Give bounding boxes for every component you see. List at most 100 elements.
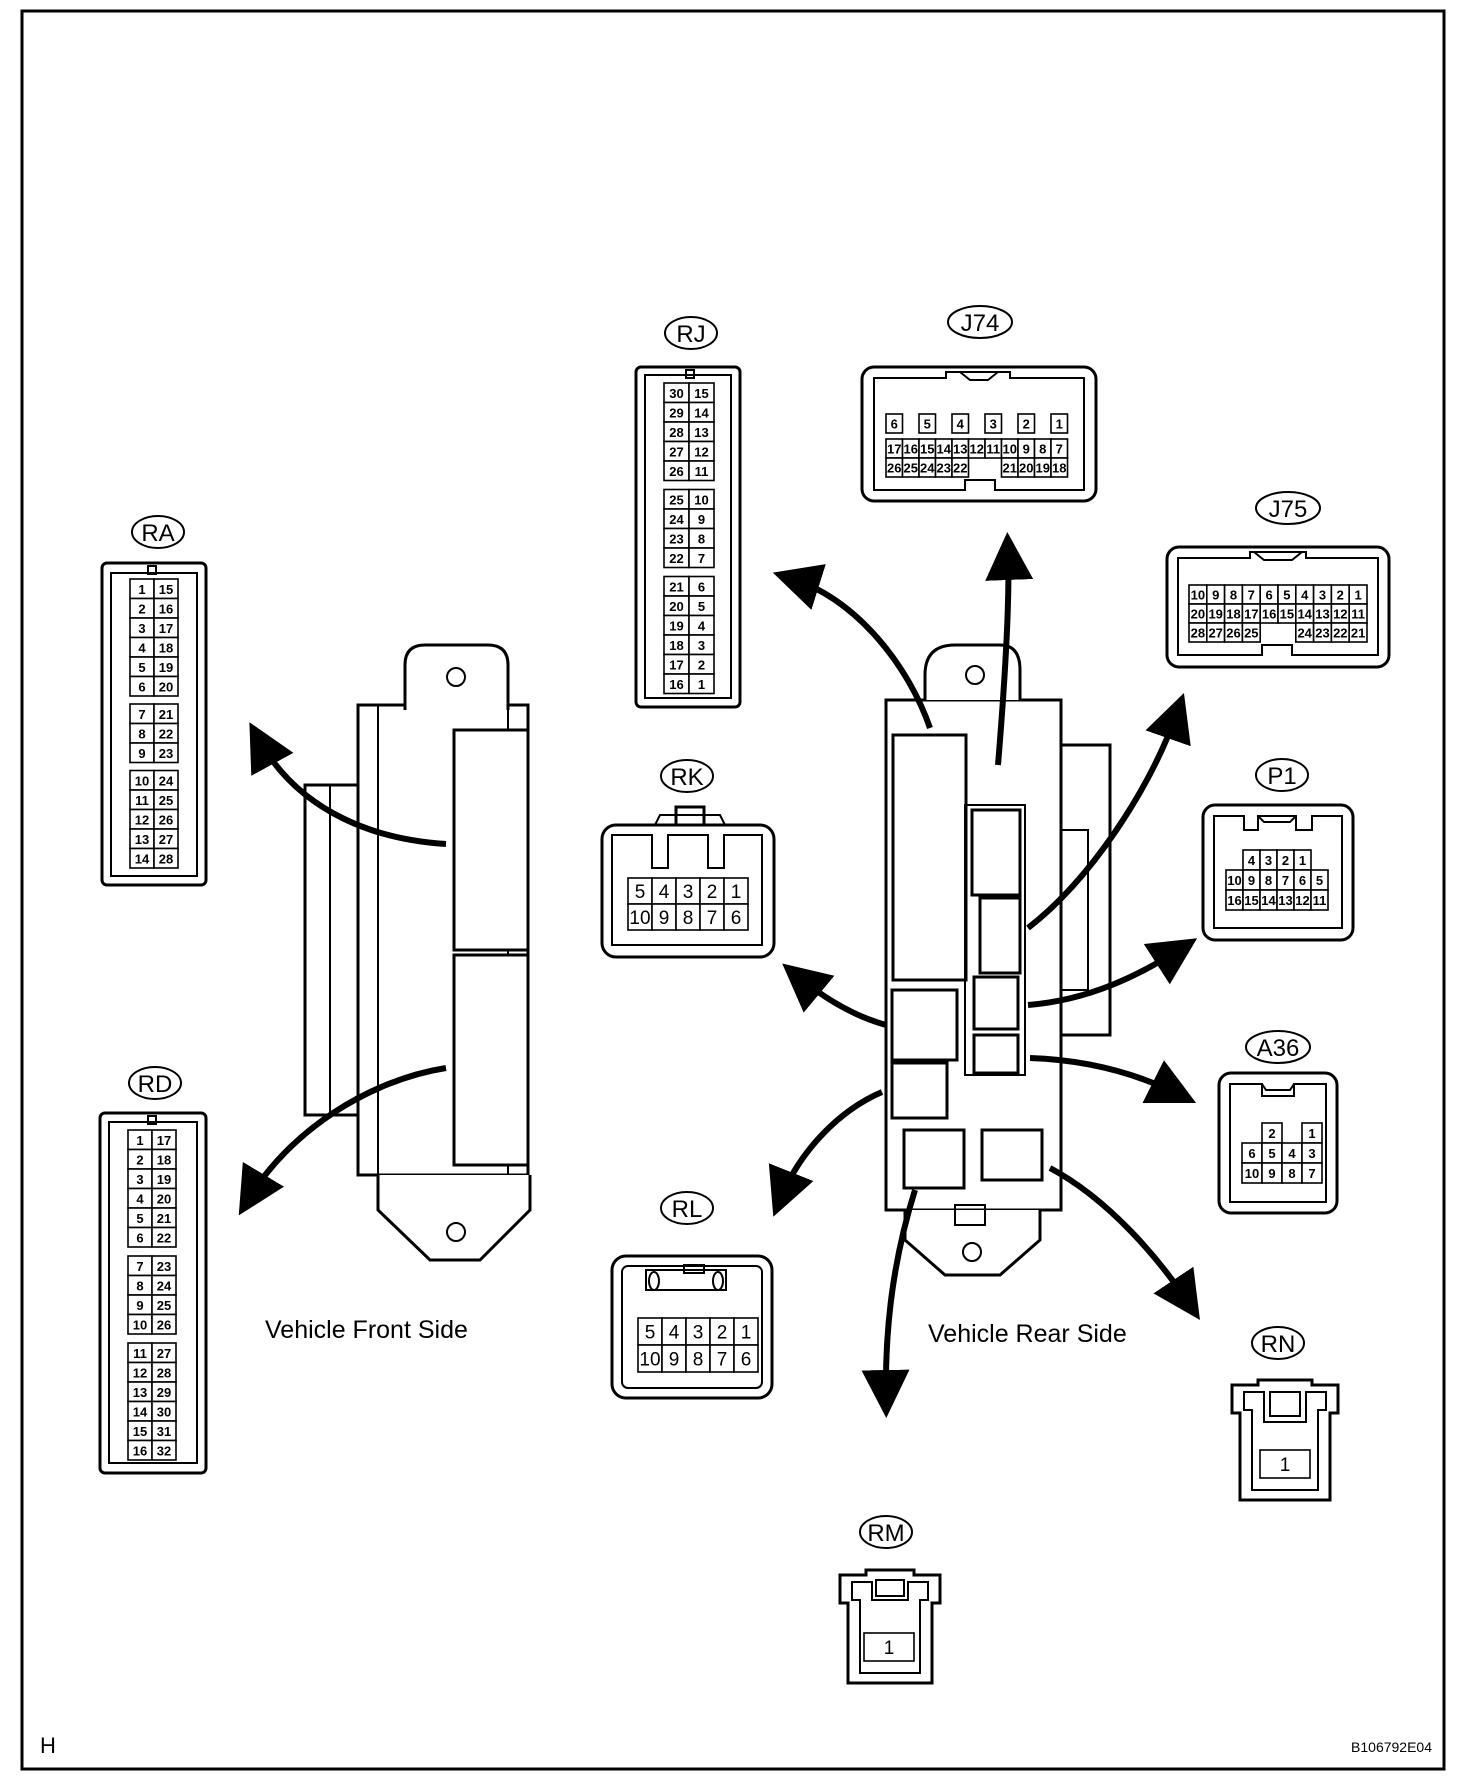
- connector-RD-pin-32: 32: [157, 1443, 171, 1458]
- connector-RL-pin-7: 7: [717, 1350, 728, 1371]
- connector-RJ-pin-15: 15: [694, 386, 708, 401]
- connector-RA-pin-3: 3: [138, 621, 145, 636]
- connector-J74-pin-15: 15: [920, 442, 934, 457]
- connector-RD-pin-9: 9: [136, 1298, 143, 1313]
- connector-J74-pin-16: 16: [904, 442, 918, 457]
- connector-P1-pin-6: 6: [1299, 873, 1306, 888]
- connector-RD-pin-28: 28: [157, 1365, 171, 1380]
- connector-RJ-pin-29: 29: [669, 405, 683, 420]
- connector-J74-pin-22: 22: [953, 461, 967, 476]
- connector-RD-pin-22: 22: [157, 1230, 171, 1245]
- connector-RD-pin-16: 16: [133, 1443, 147, 1458]
- connector-RD-pin-11: 11: [133, 1346, 147, 1361]
- connector-J74-pin-4: 4: [957, 417, 965, 432]
- connector-J75-pin-19: 19: [1208, 607, 1222, 622]
- connector-RL-pin-3: 3: [693, 1323, 704, 1344]
- connector-J74-pin-20: 20: [1019, 461, 1033, 476]
- connector-J75-pin-5: 5: [1283, 588, 1290, 603]
- connector-J75-pin-9: 9: [1212, 588, 1219, 603]
- connector-J75-pin-16: 16: [1262, 607, 1276, 622]
- connector-P1-pin-15: 15: [1244, 893, 1258, 908]
- connector-J74-pin-14: 14: [937, 442, 952, 457]
- connector-RJ-pin-24: 24: [669, 512, 684, 527]
- connector-J74-pin-13: 13: [953, 442, 967, 457]
- connector-J74-pin-25: 25: [904, 461, 918, 476]
- connector-RK-pin-8-cell: [675, 903, 701, 931]
- connector-RA-pin-14: 14: [135, 851, 150, 866]
- connector-RL-pin-9-cell: [661, 1344, 687, 1373]
- connector-RJ-pin-18: 18: [669, 638, 683, 653]
- connector-RD-pin-17: 17: [157, 1133, 171, 1148]
- connector-RL-pin-9: 9: [669, 1350, 680, 1371]
- connector-J75-pin-11: 11: [1351, 607, 1365, 622]
- connector-RN-label: RN: [1261, 1331, 1296, 1358]
- connector-J75-pin-4: 4: [1301, 588, 1309, 603]
- connector-RJ-pin-30: 30: [669, 386, 683, 401]
- connector-J74-pin-6-cell: [885, 413, 904, 434]
- connector-J74-pin-4-cell: [951, 413, 970, 434]
- connector-RA-pin-19: 19: [159, 660, 173, 675]
- connector-RK-pin-4: 4: [659, 882, 670, 903]
- connector-RJ-pin-11-cell: [688, 460, 715, 482]
- connector-RA-pin-13: 13: [135, 832, 149, 847]
- connector-RD-pin-18: 18: [157, 1152, 171, 1167]
- connector-J74-pin-2-cell: [1017, 413, 1036, 434]
- connector-RJ-pin-1: 1: [698, 677, 705, 692]
- connector-RA-pin-18: 18: [159, 640, 173, 655]
- connector-J75-pin-12: 12: [1333, 607, 1347, 622]
- connector-RJ-pin-14: 14: [694, 405, 709, 420]
- connector-P1-pin-13: 13: [1278, 893, 1292, 908]
- connector-RJ-pin-11: 11: [695, 464, 709, 479]
- connector-RD-pin-2: 2: [136, 1152, 143, 1167]
- connector-J75-pin-21-cell: [1348, 622, 1368, 643]
- connector-RJ-pin-7-cell: [688, 547, 715, 569]
- connector-P1-pin-12: 12: [1295, 893, 1309, 908]
- connector-RA-pin-2: 2: [138, 601, 145, 616]
- connector-P1-pin-4: 4: [1248, 853, 1256, 868]
- connector-P1-pin-1: 1: [1299, 853, 1306, 868]
- figure-code: B106792E04: [1351, 1739, 1432, 1755]
- connector-RD-pin-20: 20: [157, 1191, 171, 1206]
- connector-RD-pin-19: 19: [157, 1172, 171, 1187]
- connector-RJ-label: RJ: [676, 321, 705, 348]
- connector-J75-label: J75: [1269, 496, 1308, 523]
- connector-J74-pin-23: 23: [937, 461, 951, 476]
- vehicle-rear-side-label: Vehicle Rear Side: [928, 1320, 1127, 1348]
- connector-J75-pin-7: 7: [1248, 588, 1255, 603]
- connector-J74-label: J74: [961, 310, 1000, 337]
- connector-RL-pin-3-cell: [685, 1317, 711, 1346]
- connector-J74-pin-17: 17: [887, 442, 901, 457]
- connector-J75-pin-1: 1: [1354, 588, 1361, 603]
- connector-RJ-pin-25: 25: [669, 492, 683, 507]
- connector-P1-pin-7: 7: [1282, 873, 1289, 888]
- connector-RJ-pin-21: 21: [669, 579, 683, 594]
- connector-J75-pin-14: 14: [1297, 607, 1312, 622]
- corner-mark: H: [40, 1733, 56, 1758]
- connector-RJ-pin-26: 26: [669, 464, 683, 479]
- junction-block-front: [303, 643, 532, 1262]
- connector-RD-pin-7: 7: [136, 1259, 143, 1274]
- connector-RL-pin-6-cell: [733, 1344, 759, 1373]
- connector-J74-pin-10: 10: [1003, 442, 1017, 457]
- connector-J74-pin-21: 21: [1003, 461, 1017, 476]
- connector-RD-pin-10: 10: [133, 1317, 147, 1332]
- connector-RA-pin-23-cell: [153, 742, 179, 764]
- connector-A36-label: A36: [1257, 1035, 1300, 1062]
- connector-J74-pin-5: 5: [924, 417, 931, 432]
- connector-J75-pin-15: 15: [1280, 607, 1294, 622]
- connector-J74-pin-11: 11: [986, 442, 1000, 457]
- connector-RA-pin-11: 11: [135, 793, 149, 808]
- connector-RJ-pin-1-cell: [688, 673, 715, 695]
- connector-J75-pin-8: 8: [1230, 588, 1237, 603]
- connector-P1-pin-14: 14: [1261, 893, 1276, 908]
- connector-RK-pin-4-cell: [651, 877, 677, 905]
- connector-RD-pin-21: 21: [157, 1211, 171, 1226]
